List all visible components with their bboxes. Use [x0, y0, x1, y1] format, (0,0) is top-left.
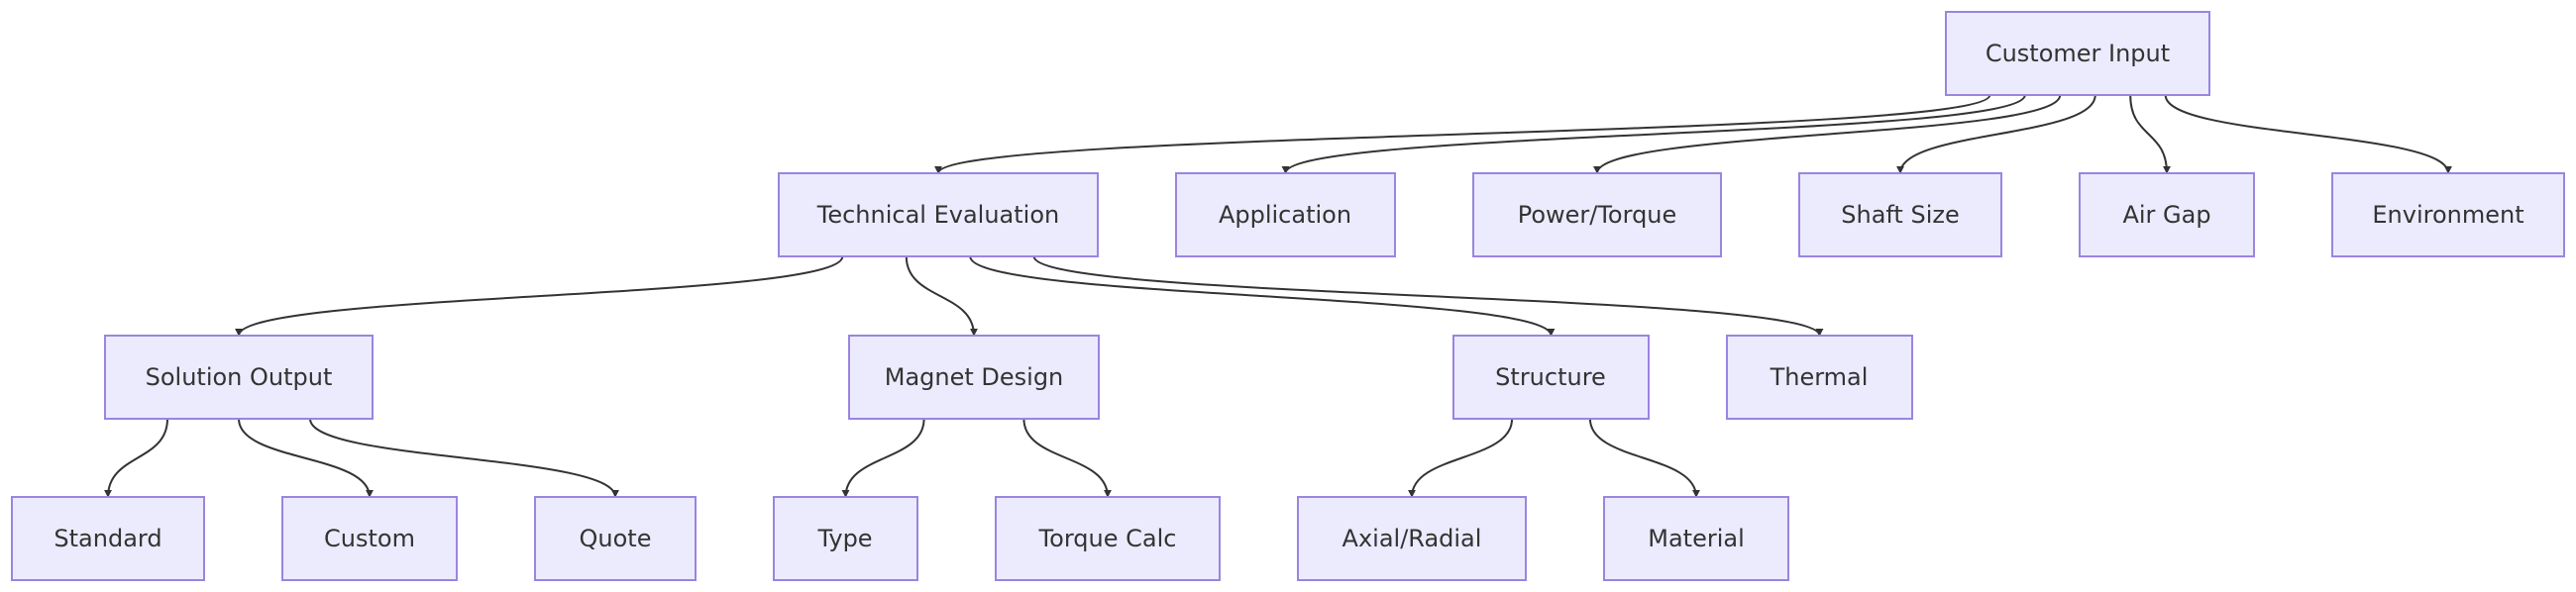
node-power-torque: Power/Torque [1472, 172, 1722, 257]
node-axial-radial: Axial/Radial [1297, 496, 1527, 581]
node-label-customer-input: Customer Input [1986, 40, 2170, 67]
edge-customer-input-to-shaft-size [1896, 94, 2096, 174]
node-material: Material [1603, 496, 1789, 581]
edge-customer-input-to-application [1281, 94, 2026, 174]
node-torque-calc: Torque Calc [995, 496, 1221, 581]
node-label-thermal: Thermal [1770, 363, 1869, 391]
node-structure: Structure [1452, 335, 1650, 420]
node-label-quote: Quote [580, 525, 652, 552]
node-label-standard: Standard [54, 525, 161, 552]
node-layer: Customer Input Technical Evaluation Appl… [11, 11, 2565, 581]
node-label-application: Application [1219, 201, 1351, 229]
edge-customer-input-to-air-gap [2129, 94, 2171, 174]
node-label-type: Type [816, 525, 872, 552]
edge-technical-evaluation-to-magnet-design [905, 255, 978, 337]
node-label-solution-output: Solution Output [146, 363, 333, 391]
node-label-structure: Structure [1495, 363, 1606, 391]
node-solution-output: Solution Output [104, 335, 374, 420]
edge-solution-output-to-custom [238, 418, 374, 498]
edge-structure-to-axial-radial [1408, 418, 1514, 498]
node-label-axial-radial: Axial/Radial [1342, 525, 1482, 552]
edge-layer [104, 94, 2452, 498]
edge-magnet-design-to-torque-calc [1022, 418, 1112, 498]
node-custom: Custom [281, 496, 458, 581]
node-type: Type [773, 496, 918, 581]
node-label-technical-evaluation: Technical Evaluation [816, 201, 1059, 229]
node-quote: Quote [534, 496, 697, 581]
node-label-torque-calc: Torque Calc [1038, 525, 1177, 552]
edge-technical-evaluation-to-solution-output [235, 255, 844, 337]
edge-customer-input-to-power-torque [1593, 94, 2062, 174]
node-label-power-torque: Power/Torque [1518, 201, 1677, 229]
edge-technical-evaluation-to-structure [969, 255, 1556, 337]
node-air-gap: Air Gap [2079, 172, 2255, 257]
edge-solution-output-to-standard [104, 418, 168, 498]
node-label-environment: Environment [2372, 201, 2523, 229]
node-label-shaft-size: Shaft Size [1841, 201, 1959, 229]
node-technical-evaluation: Technical Evaluation [778, 172, 1099, 257]
node-standard: Standard [11, 496, 205, 581]
node-label-material: Material [1648, 525, 1745, 552]
edge-magnet-design-to-type [841, 418, 925, 498]
node-application: Application [1175, 172, 1396, 257]
node-label-magnet-design: Magnet Design [885, 363, 1064, 391]
edge-technical-evaluation-to-thermal [1032, 255, 1824, 337]
edge-solution-output-to-quote [309, 418, 619, 498]
node-environment: Environment [2331, 172, 2565, 257]
node-customer-input: Customer Input [1945, 11, 2210, 96]
node-shaft-size: Shaft Size [1798, 172, 2002, 257]
node-magnet-design: Magnet Design [848, 335, 1100, 420]
edge-customer-input-to-environment [2164, 94, 2452, 174]
node-label-air-gap: Air Gap [2122, 201, 2210, 229]
edge-customer-input-to-technical-evaluation [934, 94, 1991, 174]
node-label-custom: Custom [324, 525, 415, 552]
node-thermal: Thermal [1726, 335, 1913, 420]
edge-structure-to-material [1588, 418, 1700, 498]
